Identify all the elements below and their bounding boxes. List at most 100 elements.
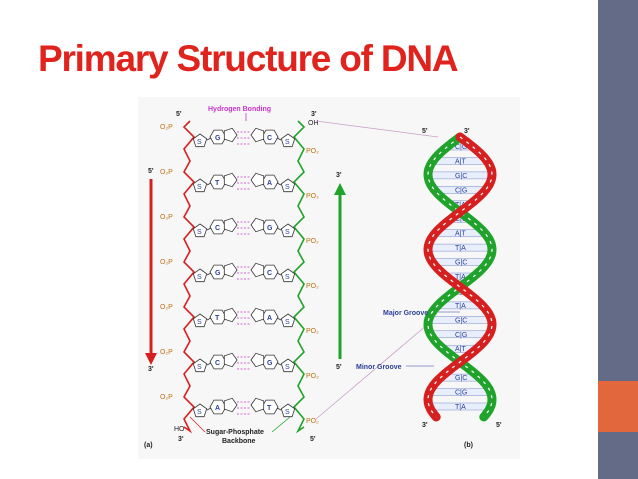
- left-strand-ho: HO: [174, 426, 185, 433]
- left-sugar-ring: [192, 223, 208, 238]
- right-sugar-label: S: [285, 139, 290, 146]
- major-groove-label: Major Groove: [383, 310, 428, 317]
- left-base-letter: T: [215, 180, 220, 187]
- right-arrow-bottom-label: 5': [336, 364, 342, 371]
- right-arrow-head: [334, 183, 346, 195]
- left-sugar-ring: [192, 133, 208, 148]
- right-strand-top-end: 3': [311, 111, 317, 118]
- right-sugar-ring: [280, 223, 296, 238]
- right-sugar-ring: [280, 178, 296, 193]
- left-strand-top-end: 5': [176, 111, 182, 118]
- helix-rung-label: C|G: [455, 390, 467, 397]
- glycosidic-bond: [206, 362, 212, 366]
- left-phosphate-label: O₂P: [160, 349, 173, 356]
- right-sugar-label: S: [285, 229, 290, 236]
- left-arrow-head: [145, 353, 157, 365]
- right-sugar-ring: [280, 313, 296, 328]
- glycosidic-bond: [206, 227, 212, 231]
- right-base-letter: G: [267, 360, 273, 367]
- glycosidic-bond: [206, 137, 212, 141]
- side-accent-block: [598, 381, 638, 432]
- right-base-letter: T: [267, 405, 272, 412]
- right-base-ring-2: [250, 127, 265, 143]
- right-base-ring-2: [250, 262, 265, 278]
- helix-strand-green: [423, 132, 497, 422]
- right-phosphate-label: PO₂: [306, 373, 319, 380]
- left-sugar-label: S: [197, 364, 202, 371]
- slide-title: Primary Structure of DNA: [38, 38, 459, 79]
- left-arrow-bottom-label: 3': [148, 366, 154, 373]
- helix-rung-label: T|A: [455, 303, 466, 310]
- helix-rung-label: A|T: [455, 346, 466, 353]
- left-sugar-label: S: [197, 184, 202, 191]
- glycosidic-bond: [206, 317, 212, 321]
- left-phosphate-label: O₂P: [160, 259, 173, 266]
- glycosidic-bond: [276, 362, 282, 366]
- left-base-ring: [209, 219, 227, 235]
- glycosidic-bond: [206, 272, 212, 276]
- left-base-ring: [209, 399, 227, 415]
- left-phosphate-label: O₂P: [160, 169, 173, 176]
- left-base-ring: [209, 264, 227, 280]
- left-strand-bottom-end: 3': [178, 436, 184, 443]
- right-sugar-label: S: [285, 364, 290, 371]
- left-base-ring-2: [223, 397, 238, 413]
- left-base-ring: [209, 309, 227, 325]
- right-phosphate-label: PO₂: [306, 418, 319, 425]
- helix-rung-label: C|G: [455, 216, 467, 223]
- panel-a-label: (a): [144, 442, 153, 449]
- right-phosphate-label: PO₂: [306, 148, 319, 155]
- left-base-ring-2: [223, 307, 238, 323]
- helix-bottom-left-end: 3': [422, 422, 428, 429]
- right-phosphate-label: PO₂: [306, 238, 319, 245]
- left-phosphate-label: O₂P: [160, 394, 173, 401]
- helix-bottom-right-end: 5': [496, 422, 502, 429]
- left-base-letter: A: [215, 405, 220, 412]
- right-base-ring-2: [250, 217, 265, 233]
- left-base-ring-2: [223, 352, 238, 368]
- glycosidic-bond: [276, 227, 282, 231]
- right-base-ring-2: [250, 172, 265, 188]
- left-sugar-ring: [192, 268, 208, 283]
- right-phosphate-label: PO₂: [306, 328, 319, 335]
- glycosidic-bond: [276, 137, 282, 141]
- minor-groove-label: Minor Groove: [356, 364, 402, 371]
- left-base-letter: T: [215, 315, 220, 322]
- glycosidic-bond: [206, 182, 212, 186]
- left-backbone: [182, 120, 196, 434]
- left-sugar-label: S: [197, 319, 202, 326]
- right-sugar-label: S: [285, 184, 290, 191]
- left-sugar-ring: [192, 358, 208, 373]
- zoom-line-bottom: [315, 318, 435, 420]
- right-strand-top-oh: OH: [308, 120, 319, 127]
- right-strand-bottom-end: 5': [310, 436, 316, 443]
- helix-rung-label: G|C: [455, 317, 467, 324]
- right-sugar-ring: [280, 403, 296, 418]
- helix-rung-label: A|T: [455, 231, 466, 238]
- helix-rung-label: C|G: [455, 144, 467, 151]
- helix-rung-label: T|A: [455, 245, 466, 252]
- helix-top-left-end: 5': [422, 128, 428, 135]
- left-sugar-label: S: [197, 229, 202, 236]
- glycosidic-bond: [276, 317, 282, 321]
- left-sugar-ring: [192, 178, 208, 193]
- left-sugar-label: S: [197, 274, 202, 281]
- left-sugar-label: S: [197, 409, 202, 416]
- right-sugar-ring: [280, 268, 296, 283]
- left-base-letter: C: [215, 225, 220, 232]
- left-base-ring-2: [223, 127, 238, 143]
- helix-top-right-end: 3': [464, 128, 470, 135]
- left-base-letter: G: [215, 270, 221, 277]
- glycosidic-bond: [276, 182, 282, 186]
- helix-rung-label: T|A: [455, 202, 466, 209]
- panel-b-label: (b): [464, 442, 473, 449]
- left-phosphate-label: O₂P: [160, 304, 173, 311]
- right-base-ring-2: [250, 352, 265, 368]
- left-base-ring: [209, 129, 227, 145]
- backbone-pointer-green: [271, 416, 291, 433]
- helix-rung-label: T|A: [455, 274, 466, 281]
- right-phosphate-label: PO₂: [306, 193, 319, 200]
- left-base-ring-2: [223, 172, 238, 188]
- helix-rung-label: G|C: [455, 260, 467, 267]
